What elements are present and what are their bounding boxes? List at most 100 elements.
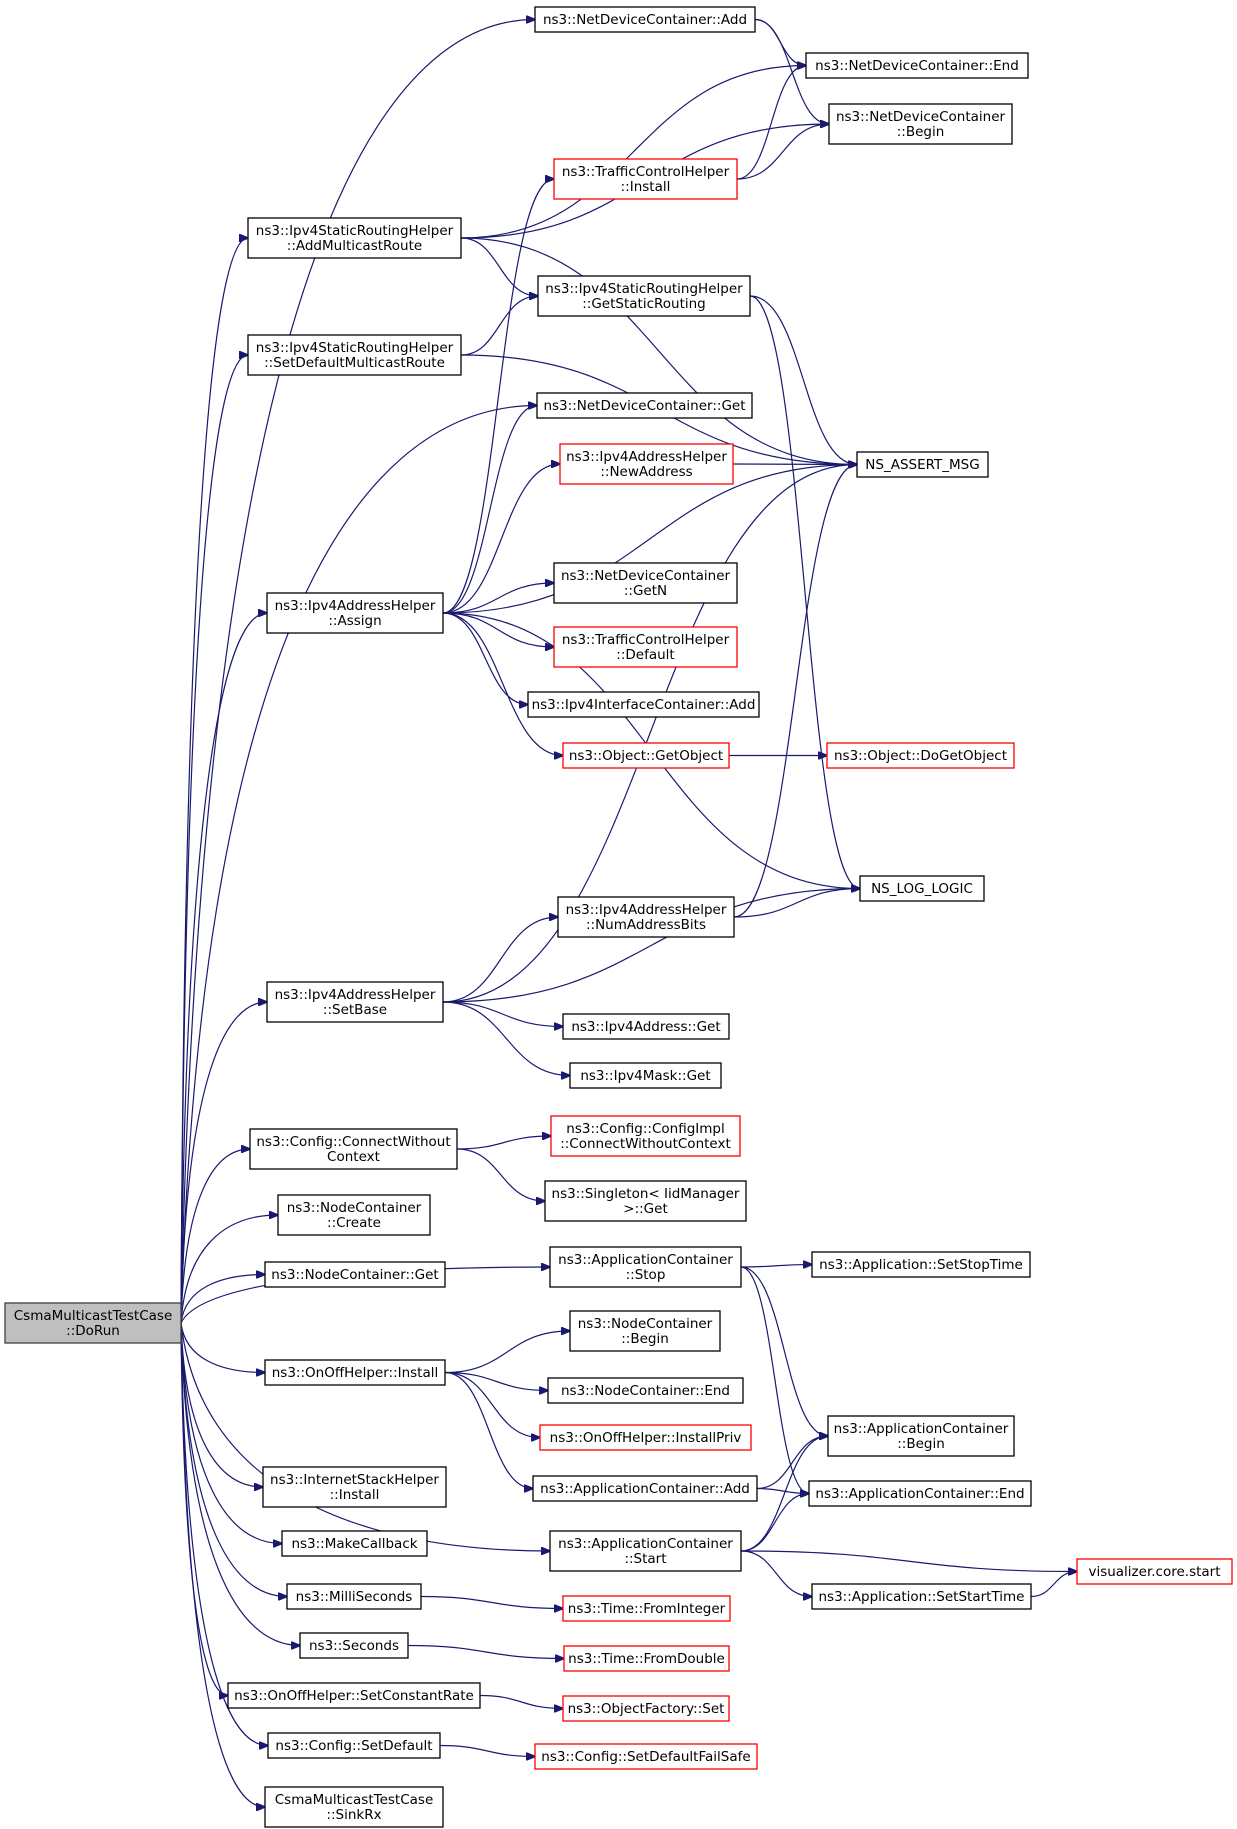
- edge-addMcRoute-to-nsAssert: [460, 237, 857, 465]
- node-label-line: ns3::Object::GetObject: [569, 748, 723, 764]
- node-ns3-applicationcontainer-begin[interactable]: ns3::ApplicationContainer::Begin: [827, 1415, 1015, 1457]
- node-box: [537, 275, 751, 317]
- node-ns3-ipv4interfacecontainer-add[interactable]: ns3::Ipv4InterfaceContainer::Add: [527, 691, 760, 718]
- node-ns3-internetstackhelper-install[interactable]: ns3::InternetStackHelper::Install: [262, 1466, 447, 1508]
- node-ns3-netdevicecontainer-begin[interactable]: ns3::NetDeviceContainer::Begin: [828, 103, 1013, 145]
- node-ns3-object-dogetobject[interactable]: ns3::Object::DoGetObject: [826, 742, 1015, 769]
- node-ns3-time-fromdouble[interactable]: ns3::Time::FromDouble: [563, 1645, 730, 1672]
- node-label-line: CsmaMulticastTestCase: [14, 1308, 173, 1324]
- node-ns3-seconds[interactable]: ns3::Seconds: [299, 1632, 409, 1659]
- node-ns3-object-getobject[interactable]: ns3::Object::GetObject: [562, 742, 730, 769]
- node-ns3-ipv4staticroutinghelper-getstaticrouting[interactable]: ns3::Ipv4StaticRoutingHelper::GetStaticR…: [537, 275, 751, 317]
- node-ns3-applicationcontainer-end[interactable]: ns3::ApplicationContainer::End: [808, 1480, 1032, 1507]
- node-ns3-nodecontainer-create[interactable]: ns3::NodeContainer::Create: [277, 1194, 431, 1236]
- node-label-line: ns3::Ipv4AddressHelper: [275, 598, 436, 614]
- edge-root-to-setDefMcRoute: [180, 355, 248, 1324]
- edge-acStart-to-acEnd: [740, 1494, 809, 1552]
- edge-setConstRate-to-ofSet: [479, 1694, 563, 1709]
- node-label-line: ns3::InternetStackHelper: [270, 1472, 439, 1488]
- node-ns-assert-msg[interactable]: NS_ASSERT_MSG: [856, 451, 989, 478]
- node-ns3-singleton-iidmanager-get[interactable]: ns3::Singleton< IidManager>::Get: [544, 1180, 747, 1222]
- node-label-line: ns3::TrafficControlHelper: [562, 632, 730, 648]
- node-ns3-ipv4addresshelper-assign[interactable]: ns3::Ipv4AddressHelper::Assign: [266, 592, 444, 634]
- node-label-line: ns3::Time::FromDouble: [568, 1651, 725, 1667]
- node-box: [553, 158, 738, 200]
- node-label-line: ::AddMulticastRoute: [287, 238, 422, 254]
- node-ns3-application-setstarttime[interactable]: ns3::Application::SetStartTime: [811, 1583, 1032, 1610]
- node-ns3-ipv4address-get[interactable]: ns3::Ipv4Address::Get: [562, 1013, 730, 1040]
- node-visualizer-core-start[interactable]: visualizer.core.start: [1076, 1558, 1233, 1585]
- node-label-line: ::Assign: [328, 613, 381, 629]
- node-box: [227, 1682, 481, 1709]
- node-ns3-config-setdefault[interactable]: ns3::Config::SetDefault: [267, 1732, 441, 1759]
- node-box: [544, 1180, 747, 1222]
- node-ns3-netdevicecontainer-get[interactable]: ns3::NetDeviceContainer::Get: [536, 392, 753, 419]
- edge-acStop-to-acBegin: [740, 1266, 828, 1436]
- node-ns3-netdevicecontainer-add[interactable]: ns3::NetDeviceContainer::Add: [534, 6, 756, 33]
- node-label-line: ns3::Singleton< IidManager: [552, 1186, 740, 1202]
- node-label-line: ns3::NodeContainer::Get: [271, 1267, 438, 1283]
- edge-acStop-to-acEnd: [740, 1266, 809, 1494]
- node-label-line: ::SetBase: [323, 1002, 387, 1018]
- node-ns3-time-frominteger[interactable]: ns3::Time::FromInteger: [562, 1595, 731, 1622]
- node-ns3-trafficcontrolhelper-install[interactable]: ns3::TrafficControlHelper::Install: [553, 158, 738, 200]
- node-box: [550, 1115, 741, 1157]
- node-ns3-applicationcontainer-stop[interactable]: ns3::ApplicationContainer::Stop: [549, 1246, 742, 1288]
- node-label-line: Context: [327, 1149, 380, 1165]
- call-nodes: CsmaMulticastTestCase::DoRun ns3::NetDevi…: [4, 6, 1233, 1828]
- edge-root-to-setConstRate: [180, 1322, 228, 1696]
- node-ns3-ipv4staticroutinghelper-setdefaultmulticastroute[interactable]: ns3::Ipv4StaticRoutingHelper::SetDefault…: [247, 334, 462, 376]
- node-csmamulticasttestcase-sinkrx[interactable]: CsmaMulticastTestCase::SinkRx: [264, 1786, 444, 1828]
- node-label-line: ::Begin: [897, 1436, 945, 1452]
- node-ns3-config-configimpl-connectwithoutcontext[interactable]: ns3::Config::ConfigImpl::ConnectWithoutC…: [550, 1115, 741, 1157]
- node-label-line: ns3::OnOffHelper::SetConstantRate: [234, 1688, 474, 1704]
- node-box: [247, 217, 462, 259]
- node-box: [856, 451, 989, 478]
- node-ns-log-logic[interactable]: NS_LOG_LOGIC: [859, 875, 985, 902]
- node-ns3-onoffhelper-setconstantrate[interactable]: ns3::OnOffHelper::SetConstantRate: [227, 1682, 481, 1709]
- node-ns3-ipv4mask-get[interactable]: ns3::Ipv4Mask::Get: [569, 1062, 722, 1089]
- node-box: [826, 742, 1015, 769]
- node-ns3-config-connectwithout-context[interactable]: ns3::Config::ConnectWithoutContext: [249, 1128, 458, 1170]
- node-ns3-nodecontainer-end[interactable]: ns3::NodeContainer::End: [547, 1377, 744, 1404]
- node-ns3-makecallback[interactable]: ns3::MakeCallback: [281, 1530, 428, 1557]
- node-ns3-applicationcontainer-add[interactable]: ns3::ApplicationContainer::Add: [532, 1475, 758, 1502]
- edge-tchInstall-to-ndcBegin: [736, 124, 829, 180]
- edge-root-to-acStart: [180, 1322, 550, 1551]
- node-box: [534, 1743, 758, 1770]
- node-label-line: ::SetDefaultMulticastRoute: [264, 355, 445, 371]
- node-box: [249, 1128, 458, 1170]
- node-ns3-nodecontainer-get[interactable]: ns3::NodeContainer::Get: [264, 1261, 446, 1288]
- node-ns3-trafficcontrolhelper-default[interactable]: ns3::TrafficControlHelper::Default: [553, 626, 738, 668]
- node-label-line: ns3::Config::ConfigImpl: [566, 1121, 724, 1137]
- node-ns3-ipv4staticroutinghelper-addmulticastroute[interactable]: ns3::Ipv4StaticRoutingHelper::AddMultica…: [247, 217, 462, 259]
- node-label-line: ::Create: [327, 1215, 381, 1231]
- edge-numAddrBits-to-nsAssert: [733, 465, 857, 918]
- node-box: [264, 1261, 446, 1288]
- node-ns3-netdevicecontainer-getn[interactable]: ns3::NetDeviceContainer::GetN: [553, 562, 738, 604]
- node-ns3-config-setdefaultfailsafe[interactable]: ns3::Config::SetDefaultFailSafe: [534, 1743, 758, 1770]
- edge-onoffInstall-to-ncBegin: [444, 1331, 570, 1374]
- node-ns3-nodecontainer-begin[interactable]: ns3::NodeContainer::Begin: [569, 1310, 721, 1352]
- node-ns3-onoffhelper-install[interactable]: ns3::OnOffHelper::Install: [264, 1359, 446, 1386]
- node-label-line: ns3::Ipv4Address::Get: [571, 1019, 720, 1035]
- node-label-line: ns3::ApplicationContainer: [834, 1421, 1009, 1437]
- node-ns3-application-setstoptime[interactable]: ns3::Application::SetStopTime: [811, 1251, 1031, 1278]
- node-ns3-onoffhelper-installpriv[interactable]: ns3::OnOffHelper::InstallPriv: [539, 1424, 752, 1451]
- node-ns3-applicationcontainer-start[interactable]: ns3::ApplicationContainer::Start: [549, 1530, 742, 1572]
- node-box: [828, 103, 1013, 145]
- node-ns3-objectfactory-set[interactable]: ns3::ObjectFactory::Set: [562, 1695, 730, 1722]
- node-ns3-netdevicecontainer-end[interactable]: ns3::NetDeviceContainer::End: [805, 52, 1029, 79]
- node-box: [286, 1583, 422, 1610]
- node-label-line: ns3::MakeCallback: [291, 1536, 417, 1552]
- edge-cfgSetDefault-to-cfgSetDefaultFS: [439, 1744, 535, 1757]
- node-ns3-ipv4addresshelper-newaddress[interactable]: ns3::Ipv4AddressHelper::NewAddress: [559, 443, 734, 485]
- node-box: [532, 1475, 758, 1502]
- node-label-line: ns3::Application::SetStopTime: [819, 1257, 1023, 1273]
- node-box: [553, 626, 738, 668]
- node-ns3-ipv4addresshelper-numaddressbits[interactable]: ns3::Ipv4AddressHelper::NumAddressBits: [557, 896, 735, 938]
- node-label-line: ns3::Ipv4StaticRoutingHelper: [256, 340, 454, 356]
- node-csmamulticasttestcase-dorun[interactable]: CsmaMulticastTestCase::DoRun: [4, 1302, 182, 1344]
- node-ns3-milliseconds[interactable]: ns3::MilliSeconds: [286, 1583, 422, 1610]
- node-ns3-ipv4addresshelper-setbase[interactable]: ns3::Ipv4AddressHelper::SetBase: [266, 981, 444, 1023]
